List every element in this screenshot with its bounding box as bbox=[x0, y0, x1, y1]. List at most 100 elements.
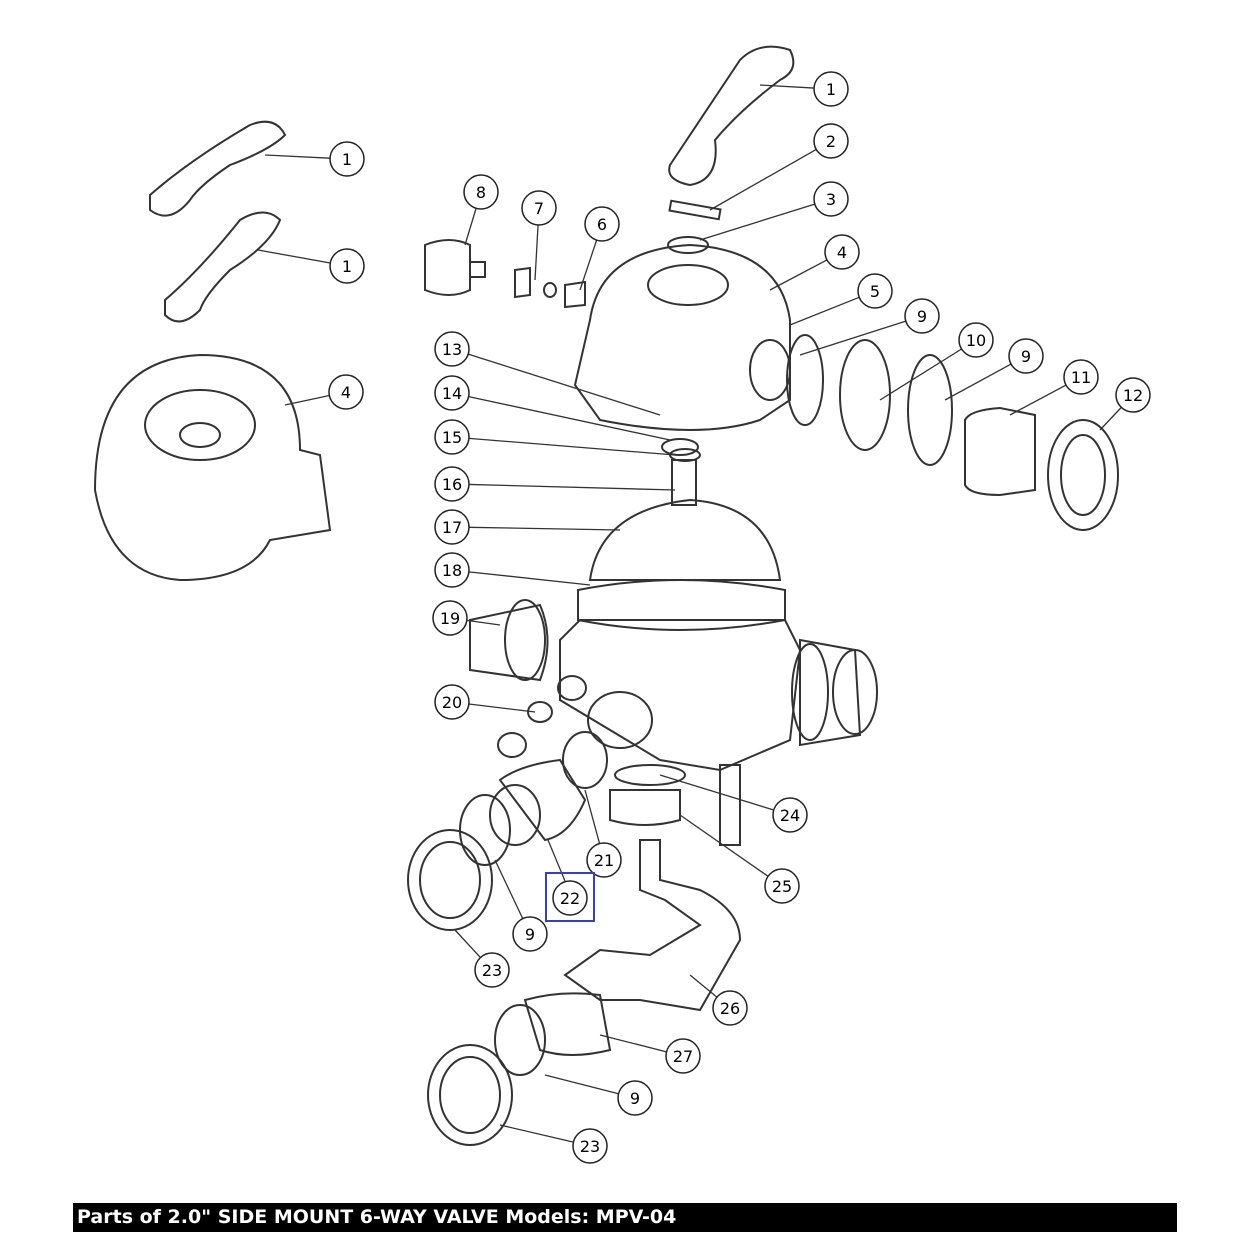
callout-circle bbox=[434, 552, 470, 588]
callout-circle bbox=[764, 868, 800, 904]
part-callout-3: 3 bbox=[813, 181, 849, 217]
part-callout-25: 25 bbox=[764, 868, 800, 904]
callout-number: 1 bbox=[826, 80, 836, 99]
leader-line bbox=[699, 203, 815, 241]
part-callout-1: 1 bbox=[329, 141, 365, 177]
callout-number: 25 bbox=[772, 877, 792, 896]
callout-number: 10 bbox=[966, 331, 986, 350]
callout-circle bbox=[1115, 377, 1151, 413]
part-callout-5: 5 bbox=[857, 273, 893, 309]
leader-line bbox=[468, 437, 676, 456]
callout-number: 7 bbox=[534, 199, 544, 218]
callout-number: 26 bbox=[720, 999, 740, 1018]
callout-circle bbox=[813, 181, 849, 217]
part-callout-23: 23 bbox=[572, 1128, 608, 1164]
part-callout-18: 18 bbox=[434, 552, 470, 588]
leader-line bbox=[547, 839, 566, 882]
callout-circle bbox=[586, 842, 622, 878]
callout-number: 20 bbox=[442, 693, 462, 712]
part-callout-11: 11 bbox=[1063, 359, 1099, 395]
callout-number: 12 bbox=[1123, 386, 1143, 405]
callout-circle bbox=[512, 916, 548, 952]
leader-line bbox=[789, 296, 860, 326]
part-callout-9: 9 bbox=[1008, 338, 1044, 374]
callout-number: 9 bbox=[917, 307, 927, 326]
callout-circle bbox=[584, 206, 620, 242]
callout-number: 9 bbox=[630, 1089, 640, 1108]
callout-number: 3 bbox=[826, 190, 836, 209]
leader-line bbox=[468, 483, 676, 491]
callout-circle bbox=[434, 466, 470, 502]
part-callout-16: 16 bbox=[434, 466, 470, 502]
part-callout-19: 19 bbox=[432, 600, 468, 636]
leader-line bbox=[468, 703, 536, 713]
callout-number: 13 bbox=[442, 340, 462, 359]
part-callout-12: 12 bbox=[1115, 377, 1151, 413]
leader-line bbox=[468, 571, 591, 586]
leader-line bbox=[499, 1124, 574, 1143]
callout-circle bbox=[572, 1128, 608, 1164]
callout-number: 21 bbox=[594, 851, 614, 870]
leader-line bbox=[709, 148, 817, 211]
part-callout-9: 9 bbox=[512, 916, 548, 952]
leader-line bbox=[659, 774, 774, 811]
leader-line bbox=[454, 929, 481, 958]
handle-part bbox=[668, 45, 795, 187]
callout-circle bbox=[434, 509, 470, 545]
callout-number: 16 bbox=[442, 475, 462, 494]
callout-circle bbox=[813, 123, 849, 159]
leader-line bbox=[544, 1074, 619, 1095]
part-callout-21: 21 bbox=[586, 842, 622, 878]
valve-cover-part bbox=[573, 243, 791, 431]
callout-circle bbox=[824, 234, 860, 270]
callout-number: 9 bbox=[1021, 347, 1031, 366]
part-callout-1: 1 bbox=[813, 71, 849, 107]
leader-line bbox=[679, 814, 769, 877]
leader-line bbox=[468, 526, 621, 531]
callout-circle bbox=[958, 322, 994, 358]
callout-number: 24 bbox=[780, 806, 800, 825]
callout-circle bbox=[328, 374, 364, 410]
callout-number: 4 bbox=[341, 383, 351, 402]
callout-number: 6 bbox=[597, 215, 607, 234]
callout-circle bbox=[432, 600, 468, 636]
leader-line bbox=[759, 84, 815, 89]
part-callout-2: 2 bbox=[813, 123, 849, 159]
callout-circle bbox=[813, 71, 849, 107]
highlight-box-part-22 bbox=[545, 872, 595, 922]
callout-number: 8 bbox=[476, 183, 486, 202]
callout-number: 11 bbox=[1071, 368, 1091, 387]
callout-circle bbox=[521, 190, 557, 226]
callout-circle bbox=[463, 174, 499, 210]
callout-circle bbox=[617, 1080, 653, 1116]
callout-number: 22 bbox=[560, 889, 580, 908]
callout-number: 15 bbox=[442, 428, 462, 447]
part-callout-24: 24 bbox=[772, 797, 808, 833]
callout-number: 14 bbox=[442, 384, 462, 403]
part-callout-1: 1 bbox=[329, 248, 365, 284]
callout-circle bbox=[329, 141, 365, 177]
callout-number: 17 bbox=[442, 518, 462, 537]
callout-circle bbox=[329, 248, 365, 284]
callout-number: 4 bbox=[837, 243, 847, 262]
handle-part bbox=[164, 211, 282, 323]
callout-number: 5 bbox=[870, 282, 880, 301]
part-callout-9: 9 bbox=[904, 298, 940, 334]
part-callout-22: 22 bbox=[552, 880, 588, 916]
leader-line bbox=[769, 259, 828, 291]
part-callout-4: 4 bbox=[824, 234, 860, 270]
callout-number: 27 bbox=[673, 1047, 693, 1066]
callout-circle bbox=[904, 298, 940, 334]
part-callout-10: 10 bbox=[958, 322, 994, 358]
part-callout-17: 17 bbox=[434, 509, 470, 545]
part-callout-20: 20 bbox=[434, 684, 470, 720]
callout-number: 18 bbox=[442, 561, 462, 580]
callout-number: 19 bbox=[440, 609, 460, 628]
callout-circle bbox=[712, 990, 748, 1026]
part-callout-27: 27 bbox=[665, 1038, 701, 1074]
callout-number: 23 bbox=[580, 1137, 600, 1156]
callout-circle bbox=[434, 375, 470, 411]
callout-circle bbox=[434, 419, 470, 455]
callout-circle bbox=[1063, 359, 1099, 395]
